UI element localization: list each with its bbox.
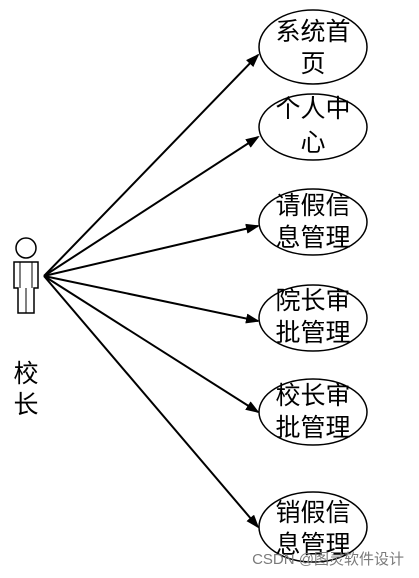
use-case-label-line1: 个人中 [275,94,350,123]
actor-head [15,237,37,259]
use-case-3: 请假信 息管理 [258,188,368,256]
association-arrow-1 [43,53,260,277]
association-arrow-2 [43,135,260,277]
associations [43,53,260,529]
actor-label-line1: 校 [13,359,38,388]
association-arrow-5 [43,275,260,414]
use-case-label-line2: 息管理 [275,223,350,252]
use-case-5: 校长审 批管理 [258,378,368,446]
use-case-label-line1: 系统首 [275,17,350,46]
use-case-ellipse [258,378,368,446]
use-case-label-line2: 批管理 [275,318,350,347]
association-arrow-4 [43,275,260,324]
use-case-ellipse [258,188,368,256]
association-arrow-6 [43,275,260,529]
use-case-ellipse [258,491,368,563]
actor-label-line2: 长 [13,390,38,419]
actor-body [13,261,39,314]
actor-figure [13,237,39,314]
use-case-label-line1: 院长审 [275,286,350,315]
association-arrow-3 [43,223,260,277]
watermark-text: CSDN @图灵软件设计 [252,551,404,568]
use-case-6: 销假信 息管理 [258,491,368,563]
use-case-label-line2: 息管理 [275,530,350,559]
use-case-label-line1: 销假信 [275,498,350,527]
use-case-ellipse [258,284,368,352]
use-case-4: 院长审 批管理 [258,284,368,352]
use-case-label-line2: 心 [300,128,325,157]
use-case-label-line2: 页 [300,49,325,78]
use-case-label-line1: 请假信 [275,191,350,220]
use-case-ellipse [258,9,368,85]
use-case-label-line1: 校长审 [275,381,350,410]
use-case-2: 个人中 心 [258,93,368,161]
use-case-label-line2: 批管理 [275,413,350,442]
use-case-ellipse [258,93,368,161]
use-case-1: 系统首 页 [258,9,368,85]
